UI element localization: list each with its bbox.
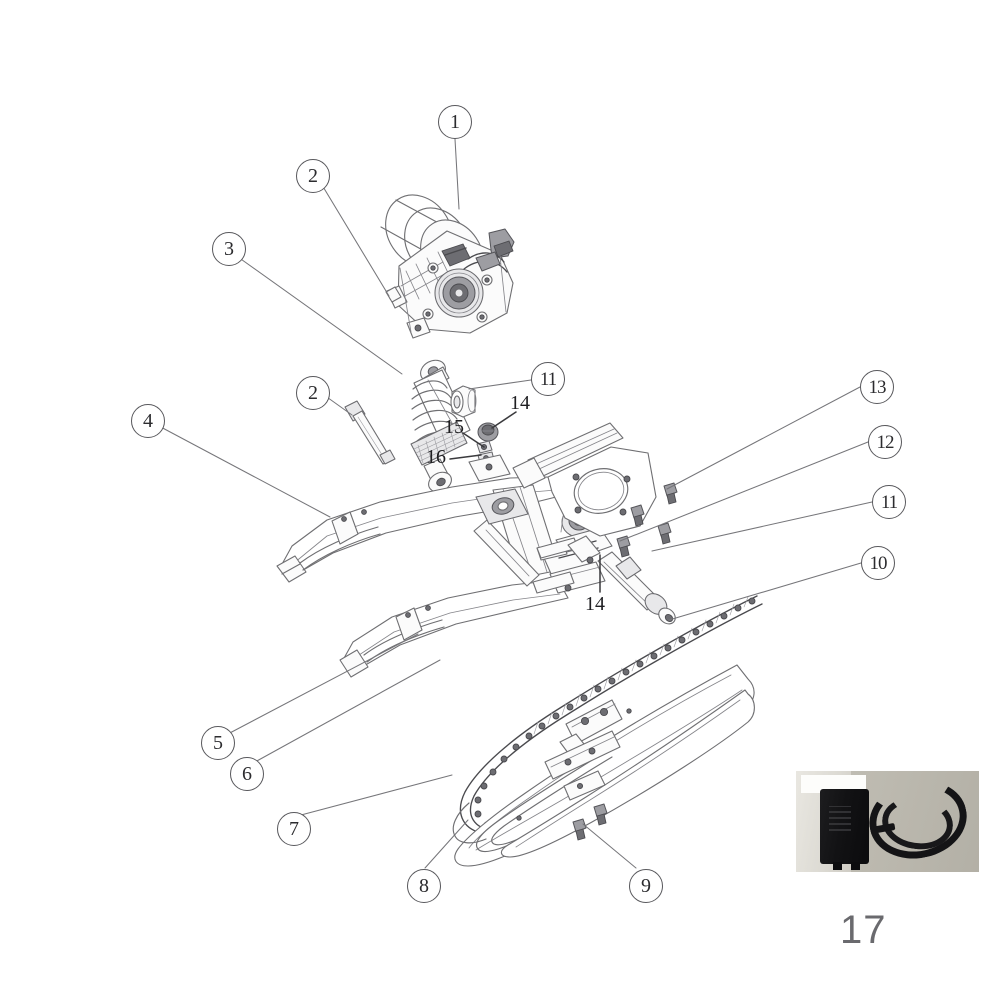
motor-gearbox-assembly bbox=[380, 194, 515, 339]
chain-guard-assembly bbox=[452, 664, 755, 867]
callout-4[interactable]: 4 bbox=[131, 404, 165, 438]
callout-6[interactable]: 6 bbox=[230, 757, 264, 791]
callout-12[interactable]: 12 bbox=[868, 425, 902, 459]
rear-axle-assembly bbox=[567, 535, 676, 625]
label-text: 15 bbox=[444, 416, 464, 438]
motor-mount-bolt-part bbox=[385, 286, 402, 303]
callout-label: 2 bbox=[308, 382, 318, 404]
adapter-prong-right bbox=[850, 861, 861, 870]
callout-2-lower[interactable]: 2 bbox=[296, 376, 330, 410]
power-adapter-photo bbox=[796, 771, 979, 872]
shock-mount-bolt-part bbox=[344, 400, 396, 465]
callout-1[interactable]: 1 bbox=[438, 105, 472, 139]
callout-label: 9 bbox=[641, 875, 651, 897]
callout-label: 4 bbox=[143, 410, 153, 432]
callout-11-center[interactable]: 11 bbox=[531, 362, 565, 396]
callout-11-right[interactable]: 11 bbox=[872, 485, 906, 519]
shock-bushing-part bbox=[450, 385, 477, 418]
callout-label: 3 bbox=[224, 238, 234, 260]
adapter-prong-left bbox=[832, 861, 842, 870]
callout-10[interactable]: 10 bbox=[861, 546, 895, 580]
label-14-lower: 14 bbox=[585, 593, 605, 616]
callout-label: 12 bbox=[876, 431, 895, 453]
callout-3[interactable]: 3 bbox=[212, 232, 246, 266]
callout-label: 13 bbox=[868, 376, 887, 398]
label-text: 14 bbox=[585, 593, 605, 615]
label-text: 14 bbox=[510, 392, 530, 414]
loose-bolts-right bbox=[616, 482, 678, 558]
label-16: 16 bbox=[426, 446, 446, 469]
callout-7[interactable]: 7 bbox=[277, 812, 311, 846]
callout-label: 2 bbox=[308, 165, 318, 187]
page-number-text: 17 bbox=[840, 908, 887, 952]
callout-13[interactable]: 13 bbox=[860, 370, 894, 404]
chain-guard-screws bbox=[572, 803, 608, 841]
callout-8[interactable]: 8 bbox=[407, 869, 441, 903]
adapter-brick bbox=[819, 789, 870, 864]
callout-label: 1 bbox=[450, 111, 460, 133]
callout-5[interactable]: 5 bbox=[201, 726, 235, 760]
photo-white-highlight bbox=[801, 775, 866, 794]
callout-label: 11 bbox=[880, 491, 898, 513]
callout-label: 6 bbox=[242, 763, 252, 785]
callout-label: 11 bbox=[539, 368, 557, 390]
rear-shock-absorber-part bbox=[410, 359, 471, 493]
label-15: 15 bbox=[444, 416, 464, 439]
frame-mount-plate bbox=[512, 422, 657, 537]
callout-2-upper[interactable]: 2 bbox=[296, 159, 330, 193]
label-14-upper: 14 bbox=[510, 392, 530, 415]
callout-label: 7 bbox=[289, 818, 299, 840]
page-number: 17 bbox=[840, 908, 887, 953]
label-text: 16 bbox=[426, 446, 446, 468]
callout-label: 10 bbox=[869, 552, 888, 574]
callout-label: 8 bbox=[419, 875, 429, 897]
leader-lines bbox=[156, 138, 873, 869]
callout-9[interactable]: 9 bbox=[629, 869, 663, 903]
callout-label: 5 bbox=[213, 732, 223, 754]
